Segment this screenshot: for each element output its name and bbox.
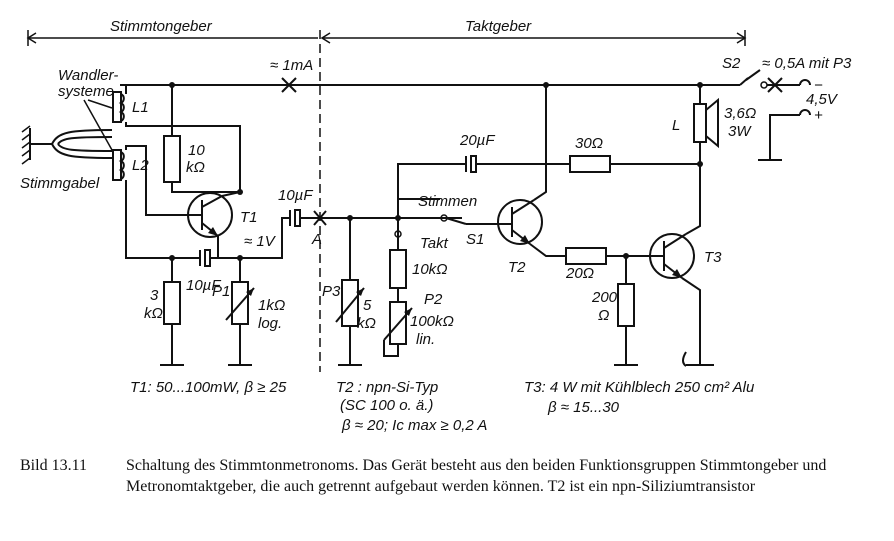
svg-text:10kΩ: 10kΩ — [412, 261, 448, 278]
svg-text:P1: P1 — [212, 283, 230, 300]
resistor-30ohm: 30Ω — [569, 135, 700, 173]
note-t2-spec-1: T2 : npn-Si-Typ — [336, 379, 438, 396]
svg-text:10µF: 10µF — [186, 277, 221, 294]
section-header-right: Taktgeber — [320, 18, 747, 46]
potentiometer-p3: P3 5 kΩ — [322, 218, 376, 366]
label-wandler-1: Wandler- — [58, 67, 118, 84]
svg-text:10µF: 10µF — [278, 187, 313, 204]
label-takt: Takt — [420, 235, 449, 252]
capacitor-20uf: 20µF — [459, 132, 570, 173]
section-header-left: Stimmtongeber — [26, 18, 318, 46]
coil-l1: L1 — [112, 91, 149, 123]
resistor-3k: 3 kΩ — [144, 258, 181, 365]
potentiometer-p1: P1 1kΩ log. — [212, 255, 285, 366]
s1-contact-takt — [394, 230, 402, 238]
section-label-taktgeber: Taktgeber — [465, 18, 532, 35]
label-stimmgabel: Stimmgabel — [20, 175, 100, 192]
pointer-l1 — [87, 99, 113, 109]
note-t3-spec-1: T3: 4 W mit Kühlblech 250 cm² Alu — [524, 379, 755, 396]
svg-text:20µF: 20µF — [459, 132, 495, 149]
svg-text:10: 10 — [188, 142, 205, 159]
label-stimmen: Stimmen — [418, 193, 477, 210]
resistor-10k-t2: 10kΩ — [389, 249, 448, 289]
pointer-l2 — [83, 99, 113, 151]
current-measure-mark-05a: ≈ 0,5A mit P3 — [762, 55, 852, 93]
svg-text:+: + — [814, 107, 823, 124]
switch-s1: Stimmen S1 — [398, 193, 490, 248]
svg-text:kΩ: kΩ — [144, 305, 163, 322]
resistor-20ohm: 20Ω — [565, 247, 648, 282]
svg-text:P2: P2 — [424, 291, 443, 308]
svg-text:kΩ: kΩ — [186, 159, 205, 176]
switch-s2: S2 — [722, 55, 800, 89]
battery-terminals: − 4,5V + — [758, 77, 839, 161]
svg-text:200: 200 — [591, 289, 618, 306]
figure-caption-text: Schaltung des Stimmtonmetronoms. Das Ger… — [126, 457, 827, 495]
potentiometer-p2: P2 100kΩ lin. — [383, 288, 454, 357]
svg-text:lin.: lin. — [416, 331, 435, 348]
node-a: A — [311, 210, 327, 248]
svg-text:T2: T2 — [508, 259, 526, 276]
speaker: L 3,6Ω 3W — [672, 82, 756, 164]
circuit-schematic: Stimmtongeber Taktgeber ≈ 1mA Stimmgabel… — [20, 18, 852, 434]
section-label-stimmtongeber: Stimmtongeber — [110, 18, 213, 35]
heatsink-mark — [682, 351, 687, 367]
svg-text:A: A — [311, 231, 322, 248]
transistor-t1: T1 — [187, 191, 258, 238]
svg-text:≈ 1mA: ≈ 1mA — [270, 57, 313, 74]
coil-l2: L2 — [112, 149, 149, 181]
svg-text:L: L — [672, 117, 680, 134]
label-voltage-1v: ≈ 1V — [244, 233, 277, 250]
tuning-fork — [21, 125, 113, 165]
svg-text:kΩ: kΩ — [357, 315, 376, 332]
svg-text:Ω: Ω — [598, 307, 609, 324]
capacitor-10uf-emitter: 10µF — [172, 249, 221, 294]
svg-text:T1: T1 — [240, 209, 258, 226]
note-t1-spec: T1: 50...100mW, β ≥ 25 — [130, 379, 287, 396]
capacitor-10uf-coupling: 10µF — [278, 187, 350, 227]
label-wandler-2: systeme — [58, 83, 114, 100]
current-measure-mark-1ma: ≈ 1mA — [270, 57, 313, 93]
svg-text:log.: log. — [258, 315, 282, 332]
note-t3-spec-2: β ≈ 15...30 — [547, 399, 620, 416]
svg-text:30Ω: 30Ω — [575, 135, 603, 152]
svg-text:T3: T3 — [704, 249, 722, 266]
svg-text:4,5V: 4,5V — [806, 91, 839, 108]
svg-text:3W: 3W — [728, 123, 752, 140]
svg-text:S1: S1 — [466, 231, 484, 248]
svg-text:L1: L1 — [132, 99, 149, 116]
resistor-10k-t1: 10 kΩ — [163, 135, 205, 183]
svg-text:3,6Ω: 3,6Ω — [724, 105, 756, 122]
svg-text:3: 3 — [150, 287, 159, 304]
svg-text:S2: S2 — [722, 55, 741, 72]
transistor-t3: T3 — [648, 233, 722, 279]
resistor-200ohm: 200 Ω — [591, 256, 638, 366]
svg-text:P3: P3 — [322, 283, 341, 300]
svg-text:100kΩ: 100kΩ — [410, 313, 454, 330]
svg-text:5: 5 — [363, 297, 372, 314]
svg-text:1kΩ: 1kΩ — [258, 297, 285, 314]
transistor-t2: T2 — [490, 199, 543, 276]
svg-text:20Ω: 20Ω — [565, 265, 594, 282]
svg-text:−: − — [814, 77, 823, 94]
note-t2-spec-3: β ≈ 20; Ic max ≥ 0,2 A — [341, 417, 487, 434]
note-t2-spec-2: (SC 100 o. ä.) — [340, 397, 433, 414]
svg-text:≈ 0,5A mit P3: ≈ 0,5A mit P3 — [762, 55, 852, 72]
figure-number: Bild 13.11 — [20, 457, 87, 474]
